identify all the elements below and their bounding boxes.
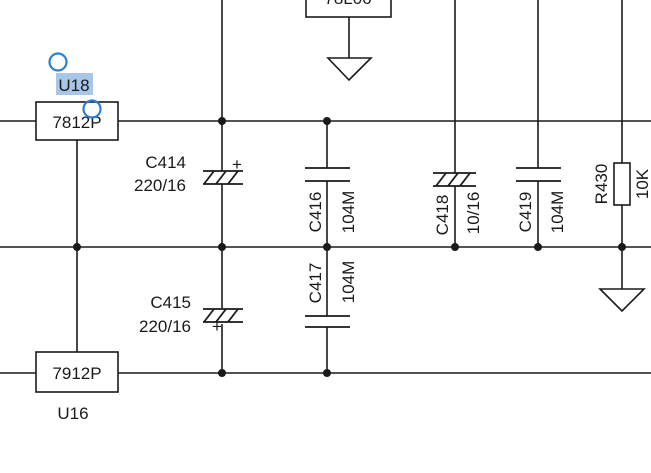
c414-value: 220/16: [134, 176, 186, 195]
regulator-u18-ref[interactable]: U18: [58, 76, 89, 95]
c418-value: 10/16: [464, 192, 483, 235]
capacitor-c419[interactable]: [516, 167, 561, 182]
ground-symbol-right: [598, 288, 646, 313]
junction-dot: [534, 243, 542, 251]
polarity-mark-c414: +: [232, 155, 242, 174]
regulator-78l06-label: 78L06: [324, 0, 371, 8]
ground-symbol-top: [326, 57, 373, 82]
c418-ref: C418: [433, 195, 452, 236]
resistor-r430[interactable]: [613, 162, 631, 206]
capacitor-c414[interactable]: [203, 170, 243, 185]
junction-dot: [218, 369, 226, 377]
capacitor-c416[interactable]: [305, 167, 350, 182]
regulator-u16-part: 7912P: [52, 364, 101, 383]
c416-value: 104M: [339, 191, 358, 234]
junction-dot: [618, 243, 626, 251]
regulator-u18-part: 7812P: [52, 113, 101, 132]
junction-dot: [218, 243, 226, 251]
r430-ref: R430: [592, 164, 611, 205]
c415-ref: C415: [150, 293, 191, 312]
selection-handle-bottom-right[interactable]: [82, 99, 102, 119]
c416-ref: C416: [306, 192, 325, 233]
capacitor-c415[interactable]: [200, 308, 246, 324]
junction-dot: [323, 369, 331, 377]
c417-value: 104M: [339, 261, 358, 304]
polarity-mark-c415: +: [212, 317, 222, 336]
c419-value: 104M: [548, 191, 567, 234]
junction-dot: [451, 243, 459, 251]
c417-ref: C417: [306, 263, 325, 304]
regulator-u18[interactable]: 7812P: [35, 101, 119, 141]
selection-handle-top-left[interactable]: [48, 52, 68, 72]
regulator-u16-ref[interactable]: U16: [57, 404, 88, 423]
junction-dot: [323, 243, 331, 251]
regulator-u16[interactable]: 7912P: [35, 351, 119, 393]
c414-ref: C414: [145, 153, 186, 172]
junction-dot: [73, 243, 81, 251]
capacitor-c418[interactable]: [433, 172, 476, 187]
r430-value: 10K: [633, 168, 651, 199]
capacitor-c417[interactable]: [305, 315, 350, 328]
selection-highlight: [56, 73, 93, 95]
junction-dot: [323, 117, 331, 125]
c415-value: 220/16: [139, 317, 191, 336]
c419-ref: C419: [516, 192, 535, 233]
regulator-78l06: 78L06: [305, 0, 392, 18]
junction-dot: [218, 117, 226, 125]
